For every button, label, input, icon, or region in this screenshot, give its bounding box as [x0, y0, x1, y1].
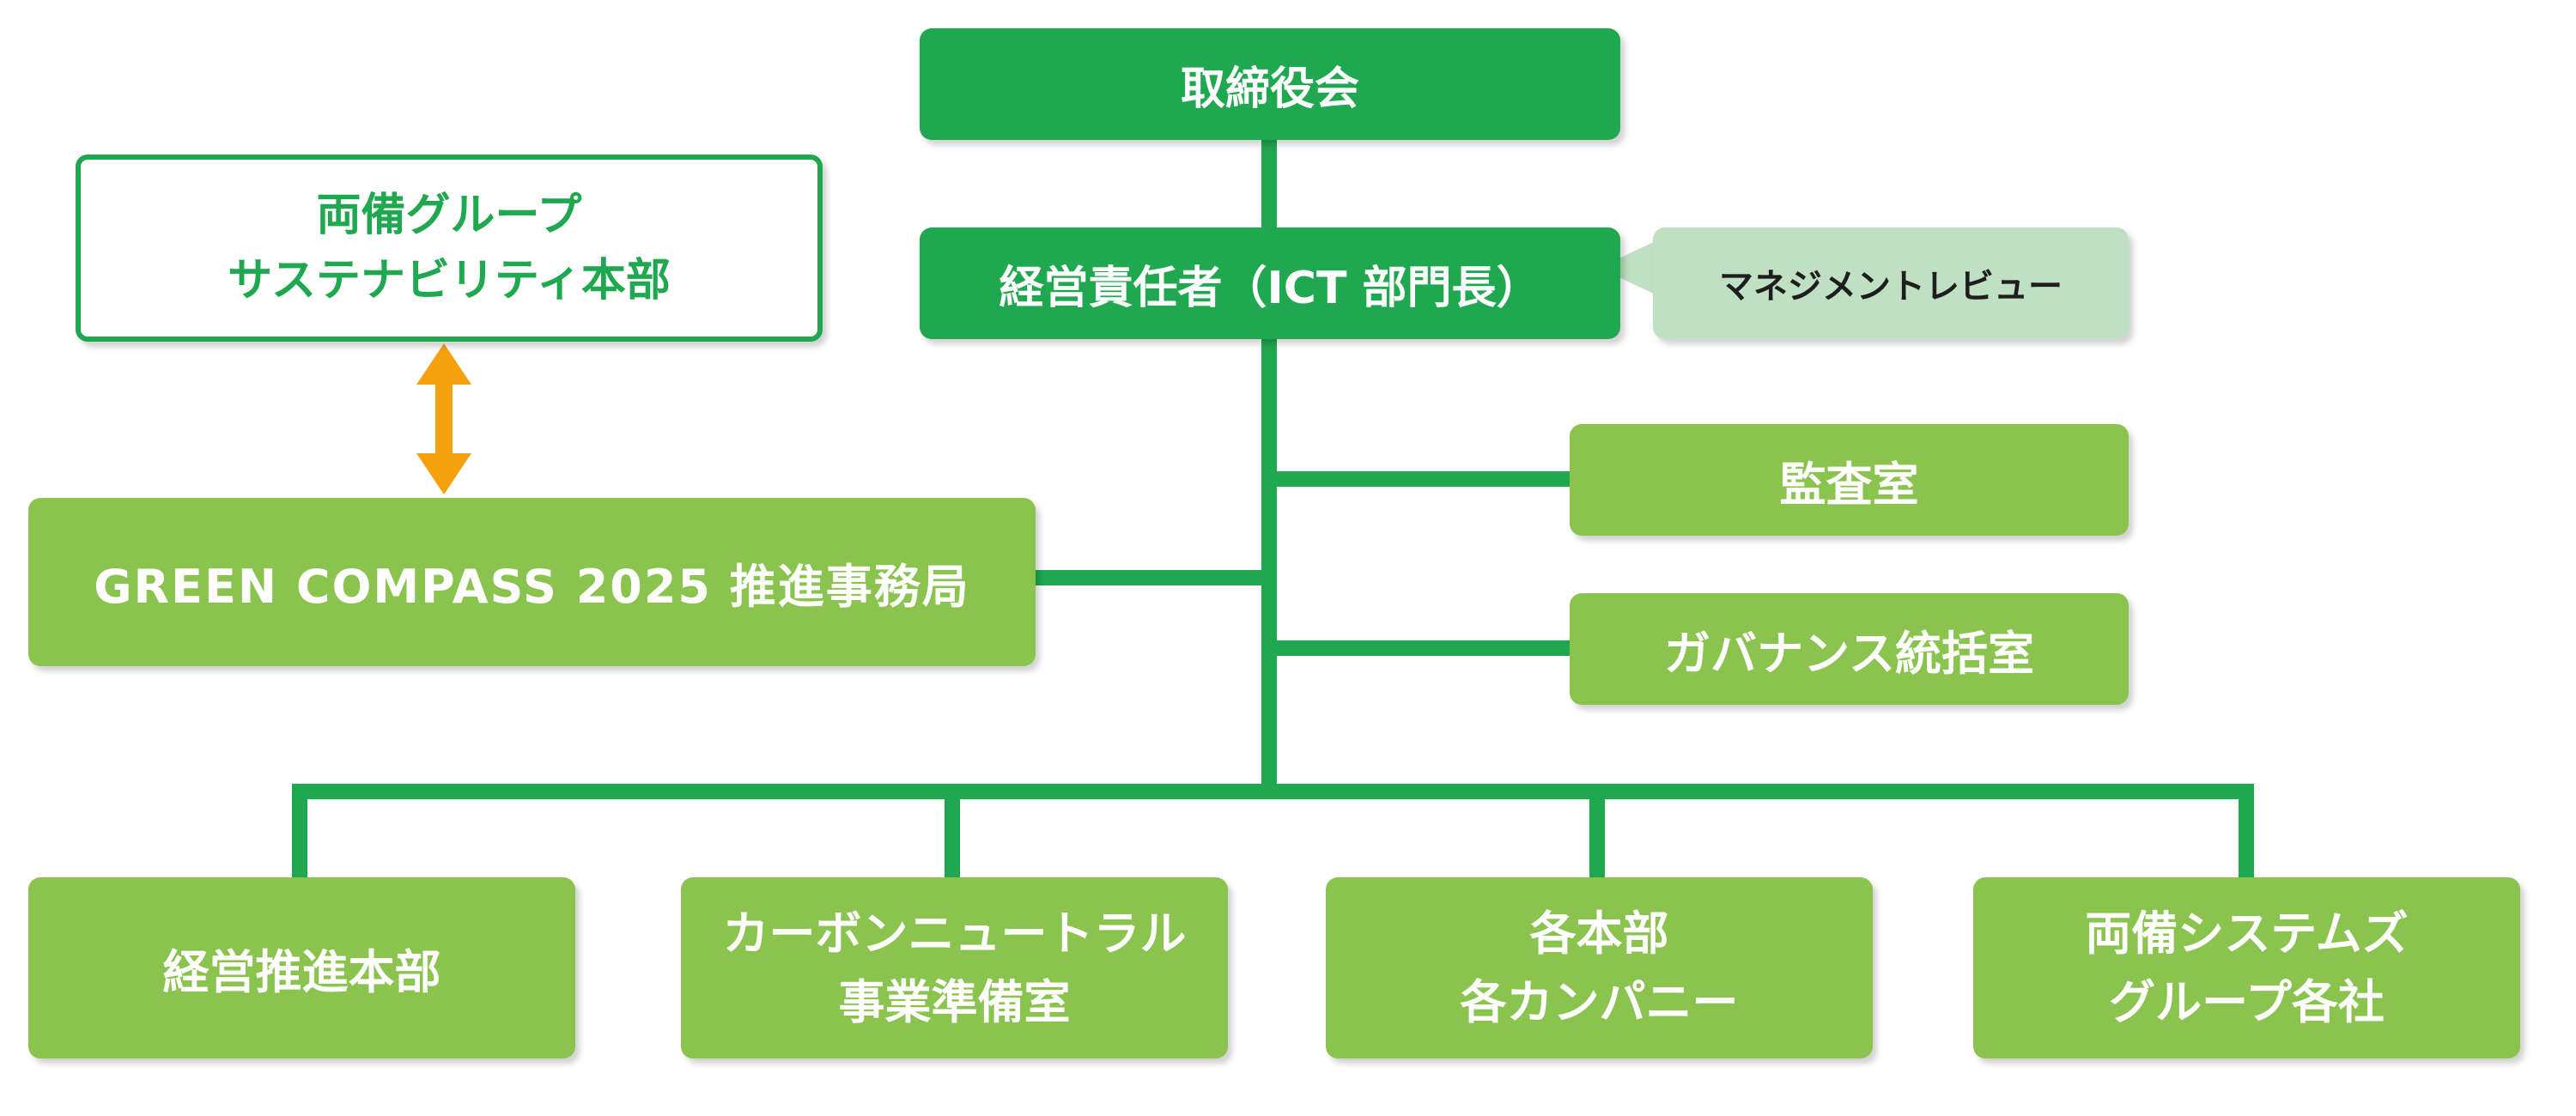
- review-pointer: [1599, 240, 1657, 295]
- audit-label: 監査室: [1779, 457, 1919, 512]
- greencompass-label: GREEN COMPASS 2025 推進事務局: [94, 559, 970, 614]
- board-label: 取締役会: [1180, 63, 1359, 115]
- double-arrow-icon: [416, 343, 471, 494]
- exec-label: 経営責任者（ICT 部門長）: [999, 262, 1541, 314]
- group-companies-box: 両備システムズ グループ各社: [1973, 877, 2520, 1058]
- mgmt-promotion-box: 経営推進本部: [28, 877, 575, 1058]
- governance-box: ガバナンス統括室: [1570, 593, 2129, 705]
- sustainability-box: 両備グループ サステナビリティ本部: [76, 155, 823, 342]
- carbon-neutral-box: カーボンニュートラル 事業準備室: [681, 877, 1228, 1058]
- sustainability-label-line-1: 両備グループ: [316, 190, 582, 241]
- review-label: マネジメントレビュー: [1719, 267, 2063, 306]
- carbon-neutral-label-line-1: カーボンニュートラル: [722, 906, 1187, 961]
- audit-box: 監査室: [1570, 424, 2129, 536]
- group-companies-label-line-1: 両備システムズ: [2085, 906, 2409, 961]
- group-companies-label-line-2: グループ各社: [2109, 974, 2385, 1029]
- exec-box: 経営責任者（ICT 部門長）: [920, 227, 1620, 339]
- governance-label: ガバナンス統括室: [1664, 626, 2034, 681]
- greencompass-box: GREEN COMPASS 2025 推進事務局: [28, 498, 1036, 666]
- mgmt-promotion-label: 経営推進本部: [162, 945, 441, 999]
- divisions-box: 各本部 各カンパニー: [1326, 877, 1873, 1058]
- divisions-label-line-1: 各本部: [1529, 906, 1669, 961]
- board-box: 取締役会: [920, 28, 1620, 140]
- divisions-label-line-2: 各カンパニー: [1460, 974, 1739, 1029]
- carbon-neutral-label-line-2: 事業準備室: [838, 974, 1071, 1029]
- sustainability-label-line-2: サステナビリティ本部: [228, 255, 671, 306]
- review-box: マネジメントレビュー: [1653, 227, 2129, 339]
